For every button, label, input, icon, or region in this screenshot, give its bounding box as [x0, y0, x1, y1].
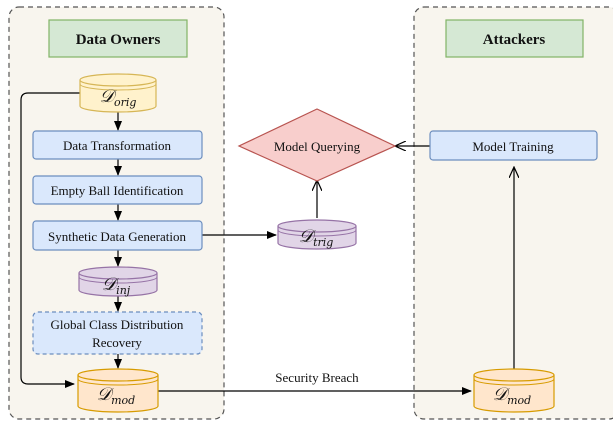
dataset-mod-owner-symbol: 𝒟	[97, 384, 115, 405]
step-model-training: Model Training	[429, 130, 598, 161]
step-synthetic-data-generation-label: Synthetic Data Generation	[48, 229, 186, 244]
dataset-orig-subscript: orig	[114, 96, 136, 109]
step-model-querying: Model Querying	[237, 108, 397, 182]
dataset-mod-owner: 𝒟mod	[77, 368, 159, 413]
dataset-inj-symbol: 𝒟	[102, 274, 120, 295]
data-owners-panel-frame	[8, 6, 225, 420]
attackers-header-box	[445, 19, 584, 58]
dataset-mod-owner-subscript: mod	[111, 394, 135, 407]
data-owners-header-box	[48, 19, 188, 58]
step-model-querying-label: Model Querying	[274, 139, 361, 154]
step-global-class-distribution-recovery-line1: Global Class Distribution	[51, 317, 184, 332]
dataset-inj: 𝒟inj	[78, 266, 158, 297]
dataset-mod-attacker-symbol: 𝒟	[493, 384, 511, 405]
step-global-class-distribution-recovery: Global Class Distribution Recovery	[32, 311, 203, 355]
data-owners-title: Data Owners	[76, 32, 161, 48]
dataset-trig-label: 𝒟trig	[299, 226, 334, 249]
dataset-orig-label: 𝒟orig	[100, 86, 137, 109]
security-breach-label: Security Breach	[275, 370, 359, 385]
dataset-mod-attacker-subscript: mod	[507, 394, 531, 407]
dataset-trig: 𝒟trig	[277, 219, 357, 250]
dataset-inj-label: 𝒟inj	[102, 274, 131, 297]
dataset-inj-subscript: inj	[116, 284, 131, 297]
edges	[20, 92, 514, 395]
dataset-orig-symbol: 𝒟	[100, 86, 118, 107]
dataset-trig-symbol: 𝒟	[299, 226, 317, 247]
attackers-title: Attackers	[483, 32, 546, 48]
edge-orig-to-mod-bypass	[20, 92, 80, 388]
step-empty-ball-identification-label: Empty Ball Identification	[51, 183, 184, 198]
dataset-mod-owner-label: 𝒟mod	[97, 384, 135, 407]
step-data-transformation-label: Data Transformation	[63, 138, 171, 153]
step-global-class-distribution-recovery-line2: Recovery	[92, 335, 142, 350]
dataset-mod-attacker: 𝒟mod	[473, 368, 555, 413]
dataset-trig-subscript: trig	[313, 236, 333, 249]
dataset-mod-attacker-label: 𝒟mod	[493, 384, 531, 407]
dataset-orig: 𝒟orig	[79, 73, 157, 113]
step-model-training-label: Model Training	[472, 139, 554, 154]
step-synthetic-data-generation: Synthetic Data Generation	[32, 220, 203, 251]
data-owners-panel: Data Owners	[8, 6, 225, 420]
step-empty-ball-identification: Empty Ball Identification	[32, 175, 203, 205]
step-data-transformation: Data Transformation	[32, 130, 203, 160]
